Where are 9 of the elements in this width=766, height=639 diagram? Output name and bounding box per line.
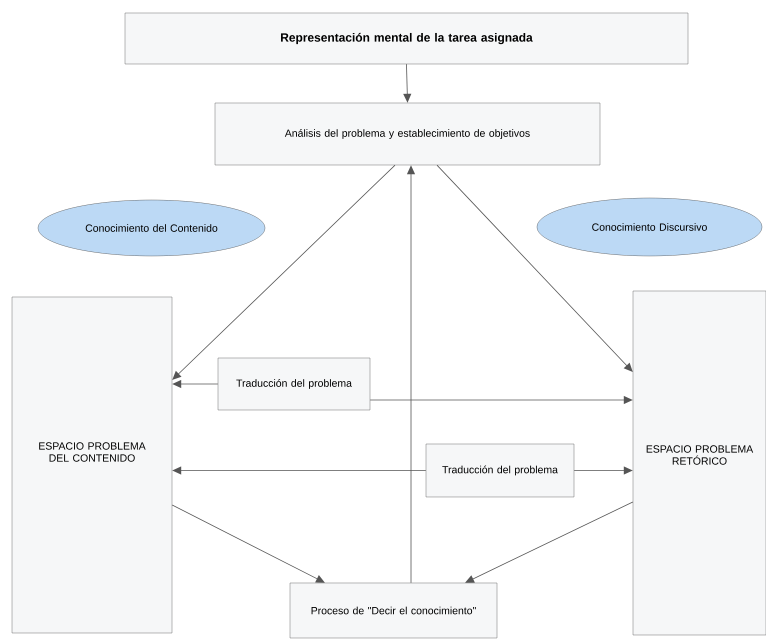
process-box: Traducción del problema xyxy=(426,444,574,498)
title-box: Representación mental de la tarea asignada xyxy=(124,12,688,64)
process-box: Análisis del problema y establecimiento de objetivos xyxy=(214,102,600,166)
space-box: ESPACIO PROBLEMA DEL CONTENIDO xyxy=(12,296,172,634)
process-box: Traducción del problema xyxy=(218,358,370,410)
arrow xyxy=(172,504,325,583)
arrow xyxy=(436,164,633,372)
process-box: Proceso de "Decir el conocimiento" xyxy=(290,582,498,638)
space-box: ESPACIO PROBLEMA RETÓRICO xyxy=(632,290,766,636)
